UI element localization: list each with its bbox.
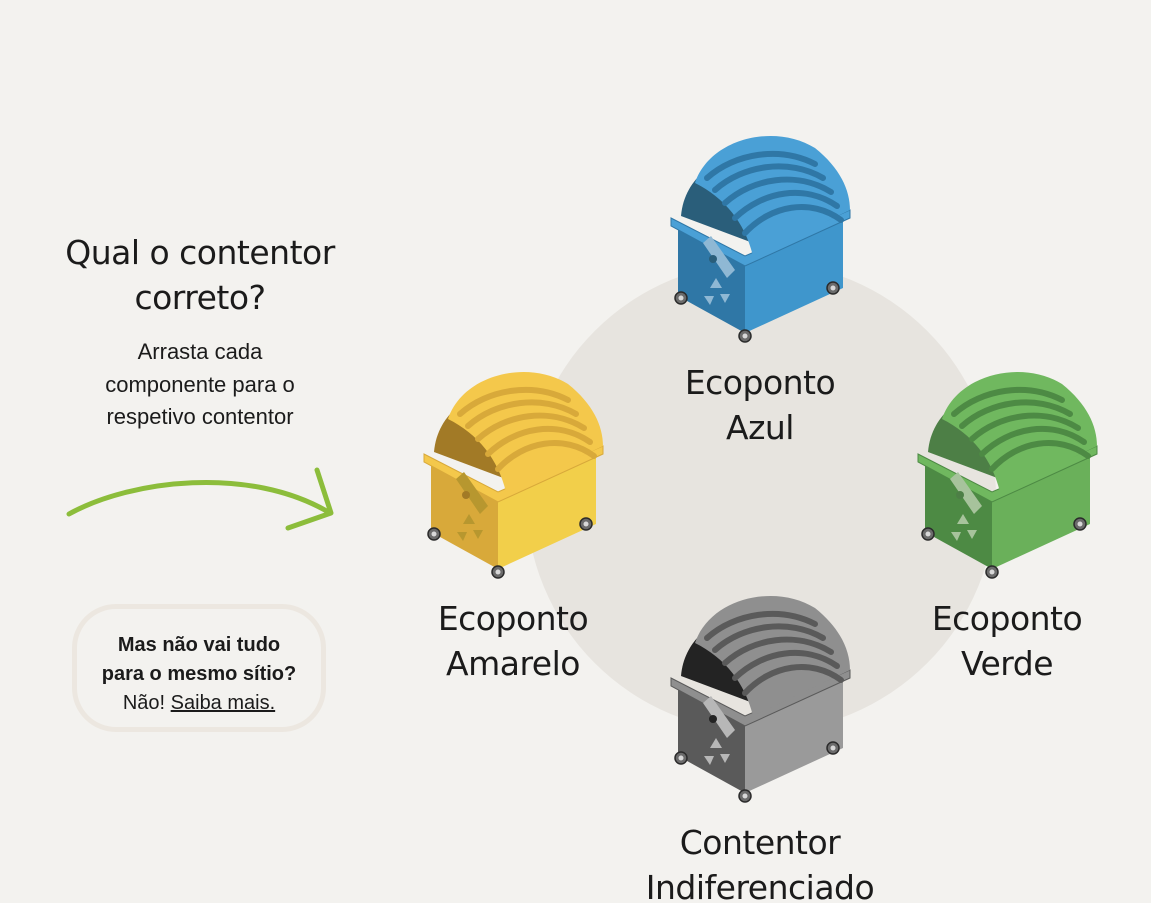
instructions-line-1: Arrasta cada <box>137 339 263 364</box>
bin-label-yellow-line-1: Ecoponto <box>437 599 589 638</box>
gray-bin[interactable] <box>665 588 855 803</box>
title-line-1: Qual o contentor <box>65 233 335 272</box>
bin-label-gray-line-2: Indiferenciado <box>645 868 875 903</box>
green-bin[interactable] <box>912 364 1102 579</box>
bin-label-green-line-1: Ecoponto <box>931 599 1083 638</box>
title-line-2: correto? <box>134 278 266 317</box>
bin-label-blue-line-1: Ecoponto <box>684 363 836 402</box>
instructions-text: Arrasta cada componente para o respetivo c… <box>70 336 330 434</box>
yellow-bin[interactable] <box>418 364 608 579</box>
info-answer: Não! <box>122 692 166 714</box>
trash-bin-icon <box>917 371 1098 579</box>
bin-label-gray-line-1: Contentor <box>679 823 841 862</box>
instructions-line-3: respetivo contentor <box>106 404 294 429</box>
trash-bin-icon <box>670 135 851 343</box>
blue-bin[interactable] <box>665 128 855 343</box>
bin-label-green-line-2: Verde <box>960 644 1054 683</box>
learn-more-link[interactable]: Saiba mais. <box>170 692 276 714</box>
arrow-right-icon <box>66 467 334 531</box>
bin-label-blue-line-2: Azul <box>726 408 794 447</box>
info-question-line-2: para o mesmo sítio? <box>101 663 297 685</box>
info-question-line-1: Mas não vai tudo <box>117 634 281 656</box>
bin-label-yellow-line-2: Amarelo <box>446 644 580 683</box>
page-title: Qual o contentor correto? <box>40 230 360 320</box>
trash-bin-icon <box>670 595 851 803</box>
trash-bin-icon <box>423 371 604 579</box>
instructions-line-2: componente para o <box>105 371 295 397</box>
info-box: Mas não vai tudo para o mesmo sítio? Não… <box>72 604 326 732</box>
